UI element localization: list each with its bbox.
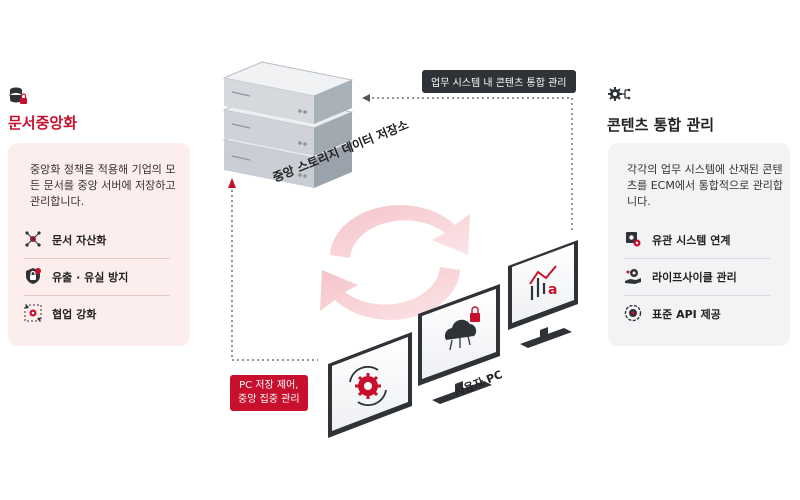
feature-label: 유관 시스템 연계 bbox=[652, 234, 731, 247]
arrowhead-up bbox=[228, 178, 236, 188]
divider bbox=[24, 258, 170, 259]
left-description: 중앙화 정책을 적용해 기업의 모든 문서를 중앙 서버에 저장하고 관리합니다… bbox=[30, 163, 176, 208]
dashed-connectors bbox=[231, 97, 573, 361]
right-feature-list: 유관 시스템 연계 라이프사이클 관리 표준 API 제공 bbox=[624, 228, 770, 326]
feature-label: 유출 · 유실 방지 bbox=[52, 271, 129, 284]
team-gear-icon bbox=[24, 304, 42, 325]
monitor-sync bbox=[328, 332, 412, 438]
pc-control-line2: 중앙 집중 관리 bbox=[238, 394, 300, 405]
arrowhead-left bbox=[362, 94, 370, 102]
network-icon bbox=[24, 230, 42, 251]
feature-label: 라이프사이클 관리 bbox=[652, 271, 737, 284]
right-description: 각각의 업무 시스템에 산재된 콘텐츠를 ECM에서 통합적으로 관리합니다. bbox=[627, 163, 784, 208]
lock-shield-icon bbox=[24, 267, 42, 288]
feature-label: 문서 자산화 bbox=[52, 234, 107, 247]
integration-label: 업무 시스템 내 콘텐츠 통합 관리 bbox=[422, 70, 576, 93]
list-item: 유관 시스템 연계 bbox=[624, 228, 770, 252]
pc-control-line1: PC 저장 제어, bbox=[239, 380, 299, 391]
gear-network-icon bbox=[607, 86, 631, 106]
list-item: 협업 강화 bbox=[24, 302, 170, 326]
left-section-title: 문서중앙화 bbox=[8, 114, 78, 132]
pc-control-label: PC 저장 제어, 중앙 집중 관리 bbox=[230, 375, 308, 411]
gear-link-icon bbox=[624, 230, 642, 251]
hand-gear-icon bbox=[624, 267, 642, 288]
database-lock-icon bbox=[8, 86, 28, 106]
server-stack-icon bbox=[222, 61, 354, 188]
feature-label: 표준 API 제공 bbox=[652, 308, 721, 321]
cloud-lock-icon bbox=[444, 306, 480, 351]
api-gear-icon bbox=[624, 304, 642, 325]
divider bbox=[624, 295, 770, 296]
gear-sync-icon bbox=[349, 365, 387, 407]
svg-text:a: a bbox=[548, 282, 557, 298]
right-section-title: 콘텐츠 통합 관리 bbox=[607, 116, 715, 134]
monitor-analytics: a bbox=[508, 240, 578, 348]
divider bbox=[24, 295, 170, 296]
monitor-cloud bbox=[418, 284, 500, 404]
chart-icon bbox=[530, 278, 546, 300]
divider bbox=[624, 258, 770, 259]
list-item: 표준 API 제공 bbox=[624, 302, 770, 326]
list-item: 라이프사이클 관리 bbox=[624, 265, 770, 289]
list-item: 유출 · 유실 방지 bbox=[24, 265, 170, 289]
sync-cycle-arrows bbox=[320, 205, 470, 320]
left-feature-list: 문서 자산화 유출 · 유실 방지 협업 강화 bbox=[24, 228, 170, 326]
list-item: 문서 자산화 bbox=[24, 228, 170, 252]
feature-label: 협업 강화 bbox=[52, 308, 97, 321]
